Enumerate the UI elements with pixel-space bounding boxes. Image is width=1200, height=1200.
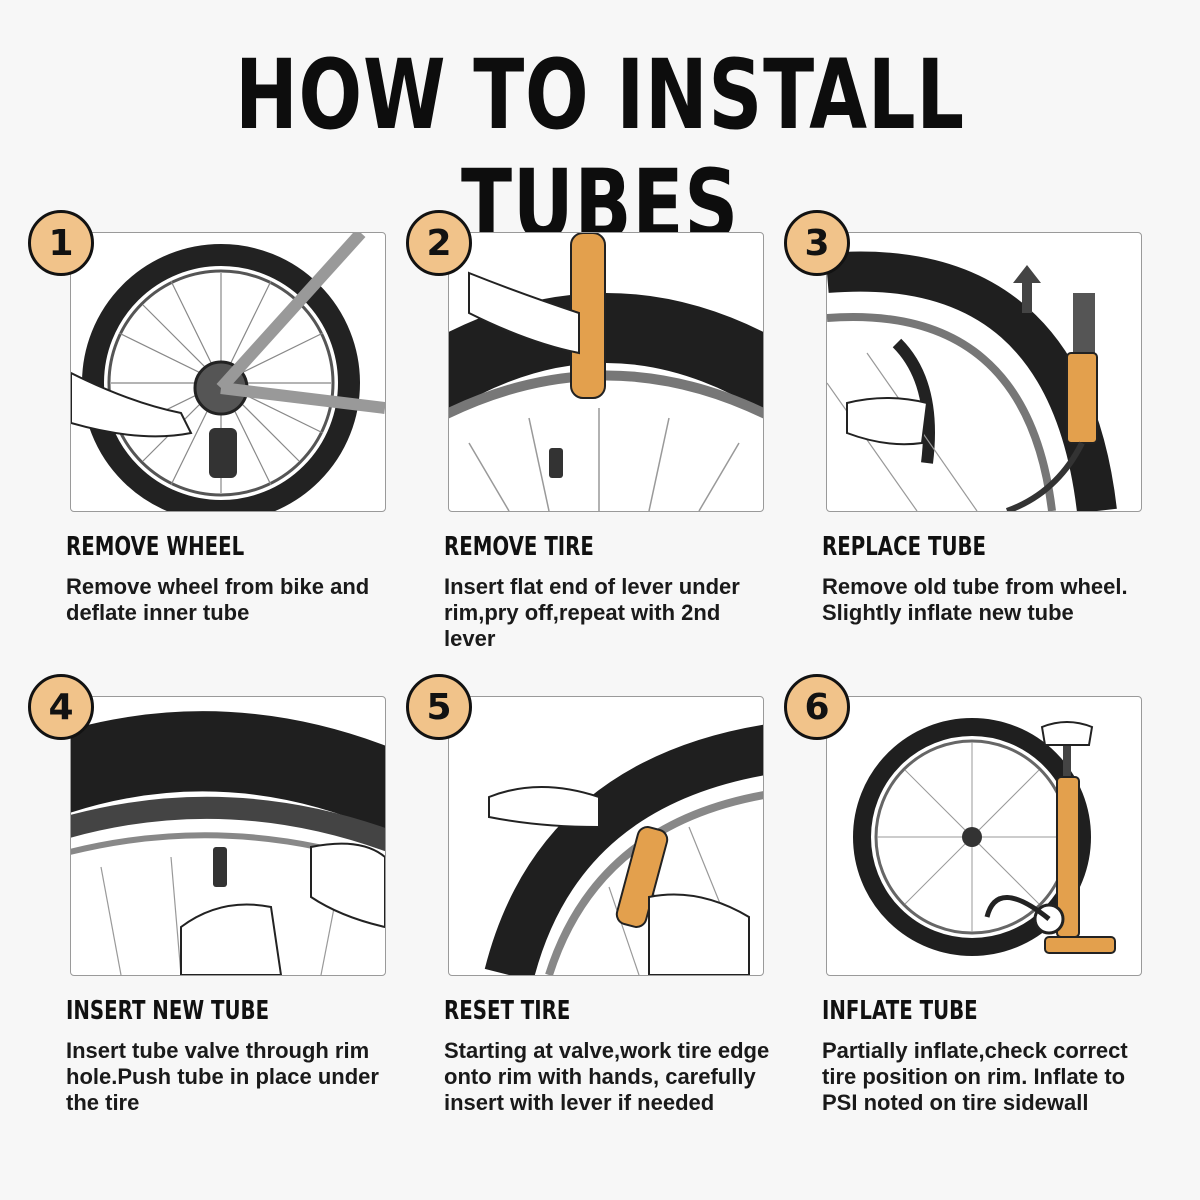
step-illustration-reset-tire — [448, 696, 764, 976]
step-number-badge: 6 — [784, 674, 850, 740]
step-illustration-insert-new-tube — [70, 696, 386, 976]
step-description: Starting at valve,work tire edge onto ri… — [444, 1038, 770, 1115]
step-title: RESET TIRE — [444, 996, 571, 1026]
page-title: HOW TO INSTALL TUBES — [235, 39, 965, 261]
step-number-badge: 1 — [28, 210, 94, 276]
step-title: INSERT NEW TUBE — [66, 996, 270, 1026]
step-illustration-inflate-tube — [826, 696, 1142, 976]
step-number-badge: 5 — [406, 674, 472, 740]
step-illustration-replace-tube — [826, 232, 1142, 512]
step-title: INFLATE TUBE — [822, 996, 978, 1026]
step-illustration-remove-wheel — [70, 232, 386, 512]
tire-lever-icon — [449, 233, 763, 511]
step-title: REMOVE WHEEL — [66, 532, 245, 562]
step-description: Remove wheel from bike and deflate inner… — [66, 574, 370, 625]
floor-pump-icon — [853, 718, 1116, 956]
step-description: Remove old tube from wheel. Slightly inf… — [822, 574, 1128, 625]
step-number-badge: 2 — [406, 210, 472, 276]
step-illustration-remove-tire — [448, 232, 764, 512]
valve-icon — [71, 711, 385, 975]
step-description: Insert flat end of lever under rim,pry o… — [444, 574, 740, 651]
step-title: REMOVE TIRE — [444, 532, 594, 562]
step-number-badge: 3 — [784, 210, 850, 276]
bike-wheel-icon — [71, 233, 385, 511]
step-description: Insert tube valve through rim hole.Push … — [66, 1038, 379, 1115]
tire-lever-icon — [484, 724, 763, 975]
step-description: Partially inflate,check correct tire pos… — [822, 1038, 1128, 1115]
step-number-badge: 4 — [28, 674, 94, 740]
hand-pump-icon — [827, 251, 1117, 511]
step-title: REPLACE TUBE — [822, 532, 987, 562]
